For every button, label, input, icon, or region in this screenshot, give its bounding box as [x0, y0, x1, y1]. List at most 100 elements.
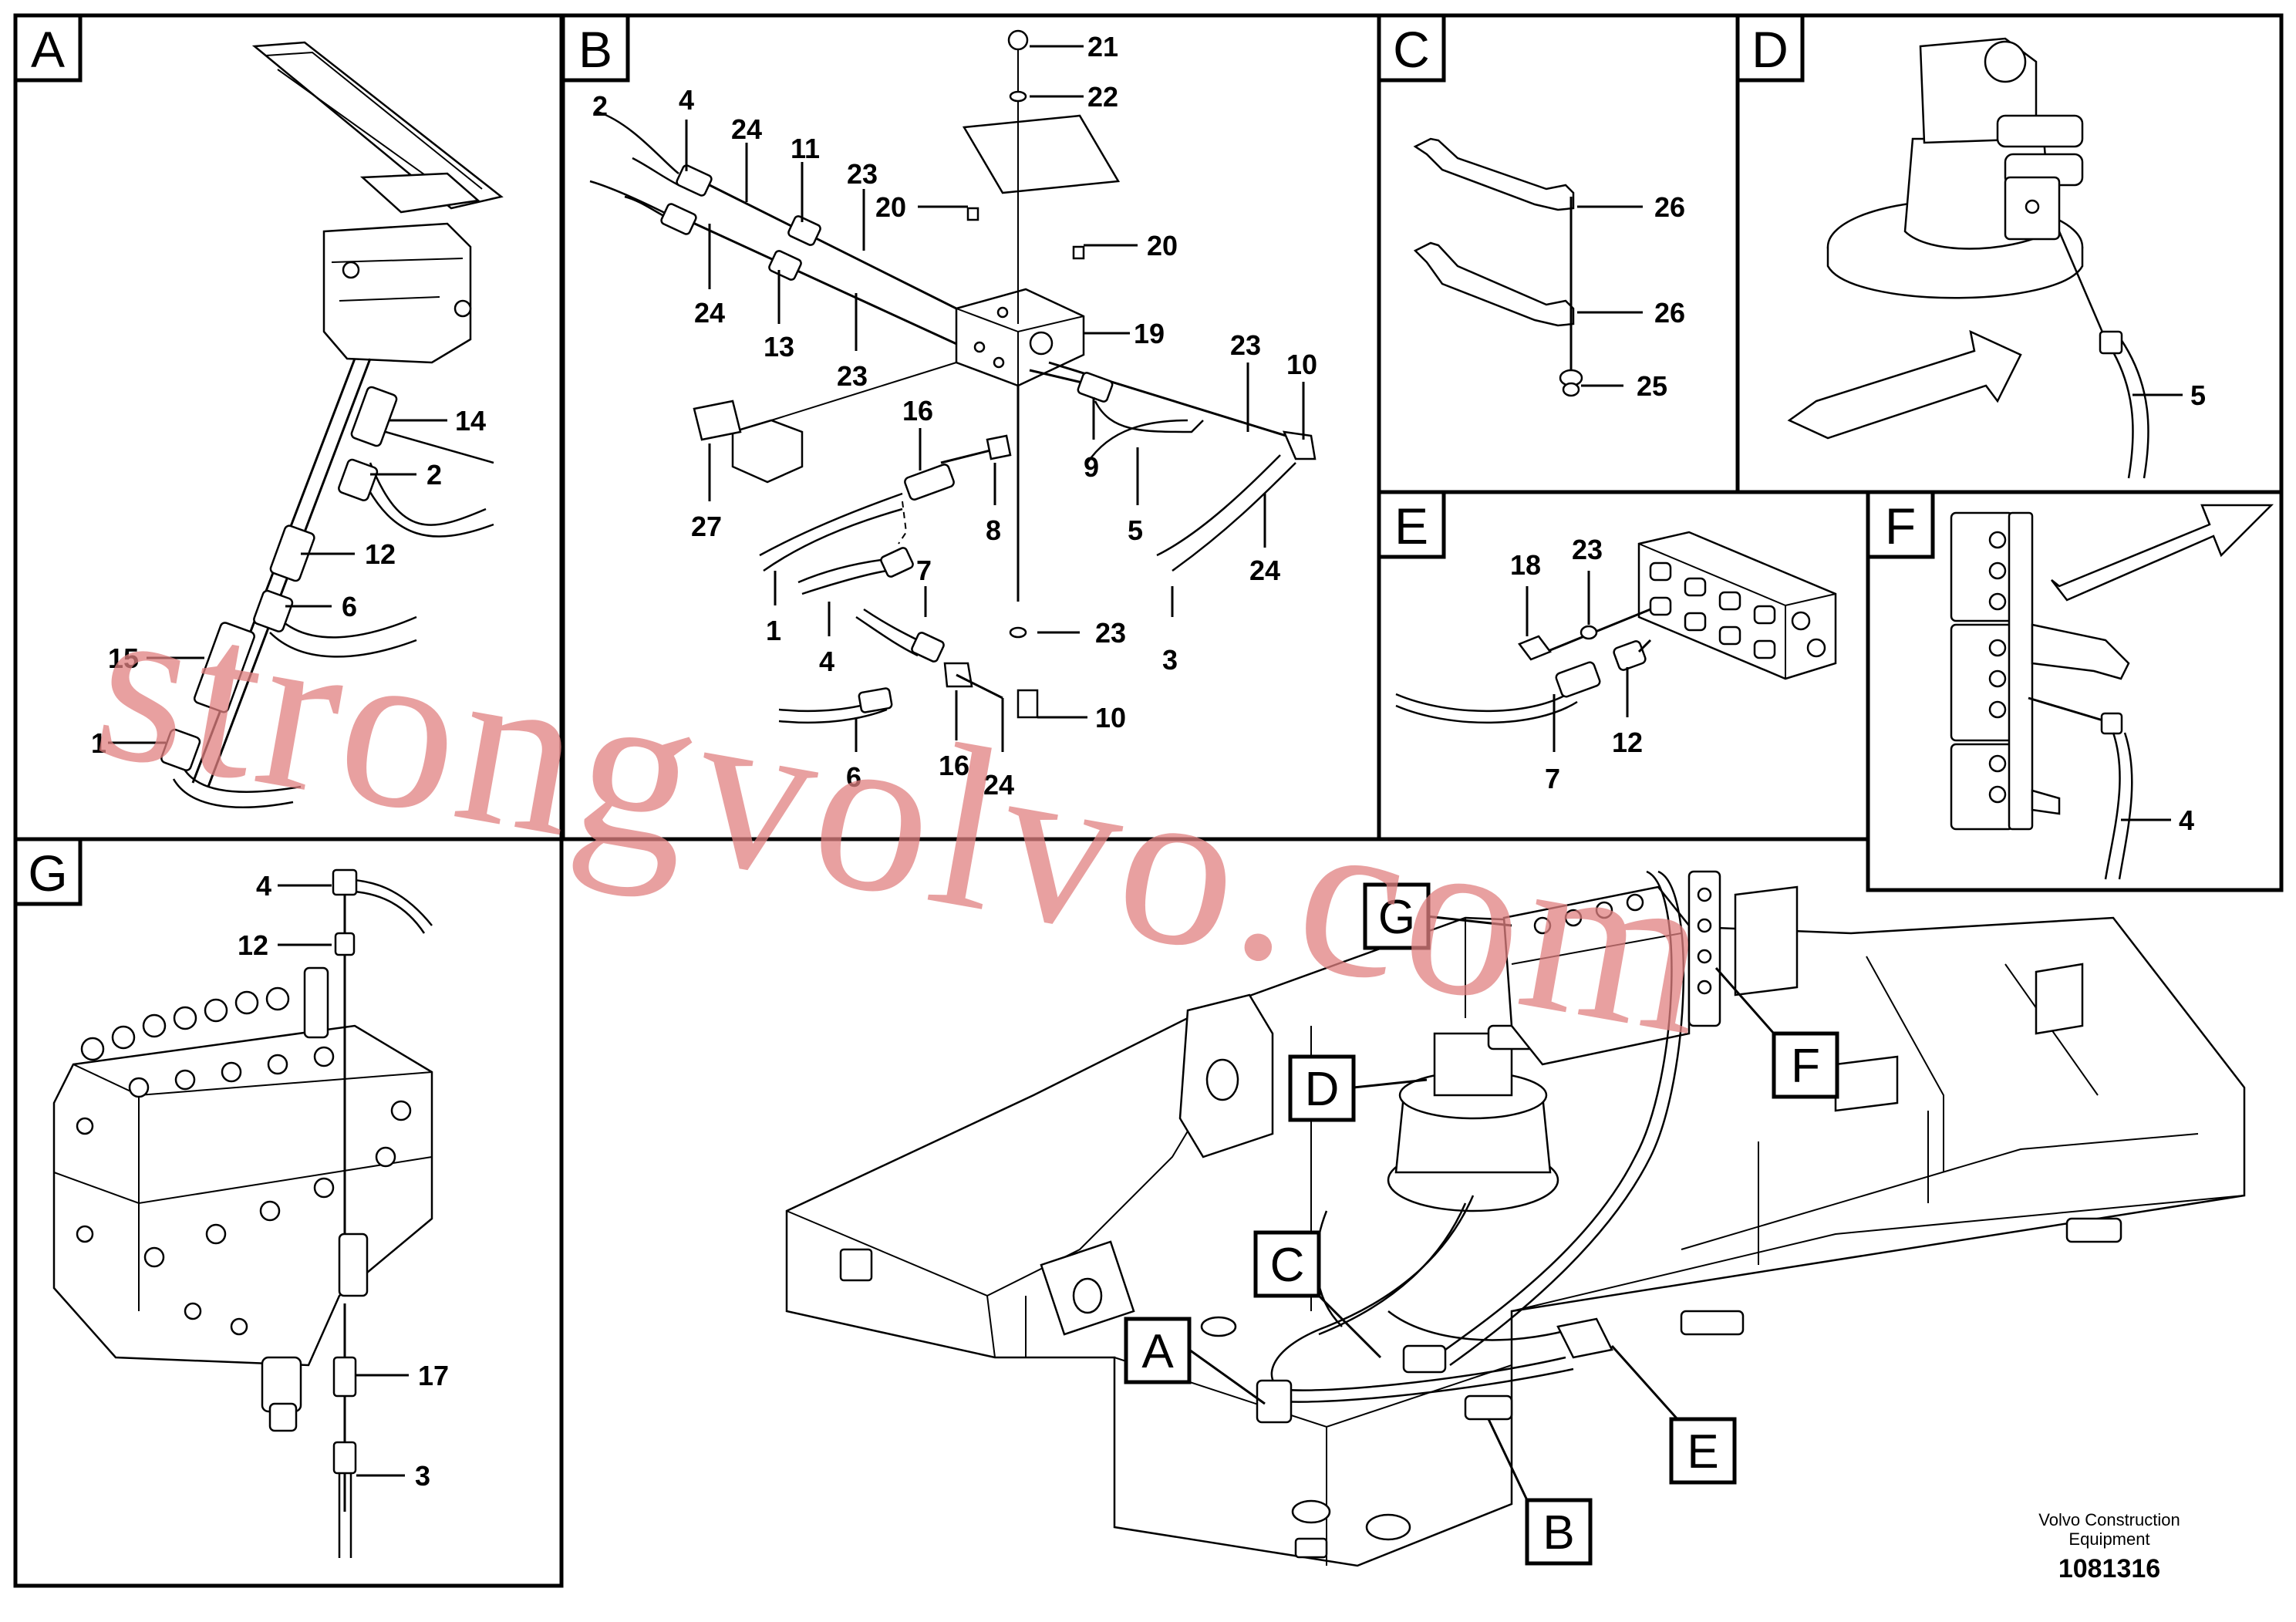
- label-b-23a: 23: [847, 158, 878, 190]
- panel-c-letter: C: [1393, 21, 1430, 78]
- callout-g-box: [1363, 882, 1431, 950]
- distribution-block-drawing: [1637, 531, 1837, 680]
- label-b-23d: 23: [1095, 617, 1126, 649]
- label-e-7: 7: [1545, 763, 1560, 794]
- pedal-valve-drawing: [191, 41, 504, 787]
- panel-d: D 5: [1735, 13, 2284, 494]
- panel-g-letter: G: [28, 845, 67, 902]
- label-g-12: 12: [238, 929, 268, 961]
- label-e-18: 18: [1510, 549, 1541, 581]
- label-b-24b: 24: [694, 297, 725, 329]
- label-b-6: 6: [846, 761, 861, 793]
- panel-b: B: [561, 13, 1381, 841]
- direction-arrow-d: [1787, 329, 2022, 440]
- panel-f-letter: F: [1885, 497, 1916, 555]
- label-b-24c: 24: [1249, 555, 1280, 586]
- label-b-24a: 24: [731, 113, 762, 145]
- document-number: 1081316: [2058, 1554, 2160, 1583]
- clamp-upper: [1413, 137, 1575, 211]
- panel-b-letter-box: [561, 13, 630, 83]
- label-a-14: 14: [455, 405, 486, 437]
- label-b-19: 19: [1134, 318, 1165, 349]
- callout-g: G: [1378, 891, 1415, 944]
- panel-f: F 4: [1866, 490, 2284, 892]
- swing-motor-drawing: [1826, 37, 2084, 299]
- label-b-16a: 16: [902, 395, 933, 427]
- direction-arrow-f: [2051, 504, 2274, 602]
- label-c-26b: 26: [1654, 297, 1685, 329]
- label-b-1: 1: [766, 615, 781, 646]
- label-a-6: 6: [342, 591, 357, 622]
- label-b-4: 4: [679, 84, 694, 116]
- label-b-10b: 10: [1095, 702, 1126, 733]
- label-e-23: 23: [1572, 534, 1603, 565]
- callout-e: E: [1687, 1425, 1718, 1479]
- panel-g-letter-box: [13, 837, 83, 906]
- callout-f-box: [1772, 1031, 1839, 1099]
- panel-a: A 14 2 12: [13, 13, 564, 841]
- clamp-lower: [1413, 241, 1575, 327]
- callout-f: F: [1791, 1040, 1820, 1093]
- panel-g-border: [13, 837, 564, 1588]
- label-a-12: 12: [365, 538, 396, 570]
- label-b-5: 5: [1128, 514, 1143, 546]
- callout-a: A: [1141, 1325, 1174, 1378]
- main-control-valve-drawing: [52, 966, 433, 1432]
- label-b-13: 13: [764, 331, 794, 363]
- label-g-17: 17: [418, 1360, 449, 1391]
- panel-c-letter-box: [1377, 13, 1446, 83]
- label-b-24d: 24: [983, 769, 1014, 801]
- label-b-9: 9: [1084, 451, 1099, 483]
- label-c-26a: 26: [1654, 191, 1685, 223]
- callout-c-box: [1253, 1230, 1321, 1298]
- company-name-line2: Equipment: [2068, 1529, 2149, 1549]
- label-b-11: 11: [791, 133, 820, 164]
- panel-f-letter-box: [1866, 490, 1935, 559]
- label-b-21: 21: [1087, 31, 1118, 62]
- label-b-27: 27: [691, 511, 722, 542]
- panel-d-letter: D: [1752, 21, 1789, 78]
- footer: Volvo Construction Equipment 1081316: [2038, 1510, 2180, 1583]
- label-a-1: 1: [91, 727, 106, 759]
- panel-a-letter: A: [31, 21, 65, 78]
- label-b-2: 2: [592, 90, 608, 122]
- label-g-4: 4: [256, 870, 271, 902]
- callout-c: C: [1270, 1239, 1305, 1292]
- label-b-4b: 4: [819, 646, 834, 677]
- panel-e-letter: E: [1394, 497, 1428, 555]
- panel-d-letter-box: [1735, 13, 1805, 83]
- panel-a-letter-box: [13, 13, 83, 83]
- label-a-15: 15: [108, 642, 139, 674]
- label-e-12: 12: [1612, 727, 1643, 758]
- label-f-4: 4: [2179, 804, 2194, 836]
- overview-callouts: G D F C A E B: [1124, 882, 1839, 1566]
- callout-a-box: [1124, 1317, 1192, 1384]
- overview-frame-drawing: [785, 870, 2246, 1567]
- panel-f-border: [1866, 490, 2284, 892]
- callout-d-box: [1288, 1054, 1356, 1122]
- label-b-16b: 16: [939, 750, 969, 781]
- panel-e: E 18 23 7 12: [1377, 490, 1870, 841]
- control-valve-stack-drawing: [1950, 511, 2130, 831]
- panel-e-letter-box: [1377, 490, 1446, 559]
- panel-g: G: [13, 837, 564, 1588]
- label-b-23c: 23: [1230, 329, 1261, 361]
- label-d-5: 5: [2190, 379, 2206, 411]
- callout-e-box: [1669, 1417, 1737, 1485]
- label-b-22: 22: [1087, 81, 1118, 113]
- label-b-20b: 20: [1147, 230, 1178, 261]
- label-b-3: 3: [1162, 644, 1178, 676]
- panel-c: C 26 26 25: [1377, 13, 1740, 494]
- company-name-line1: Volvo Construction: [2038, 1510, 2180, 1529]
- label-c-25: 25: [1637, 370, 1667, 402]
- label-b-7: 7: [916, 555, 932, 586]
- label-b-20a: 20: [875, 191, 906, 223]
- callout-d: D: [1305, 1063, 1340, 1116]
- label-g-3: 3: [415, 1460, 430, 1492]
- label-b-23b: 23: [837, 360, 868, 392]
- panel-b-letter: B: [578, 21, 612, 78]
- label-a-2: 2: [426, 459, 442, 491]
- label-b-8: 8: [986, 514, 1001, 546]
- callout-b: B: [1542, 1506, 1574, 1560]
